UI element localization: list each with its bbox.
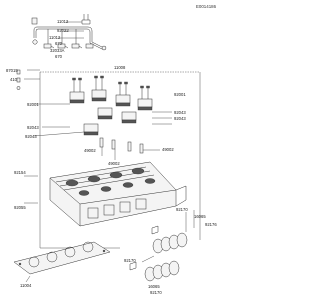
- callout-11012: 11012: [57, 19, 69, 24]
- callout-670b: 670: [55, 54, 63, 59]
- callout-92043c: 92043: [27, 125, 39, 130]
- callout-92170b: 92170: [124, 258, 136, 263]
- callout-32033a: 32033A: [50, 48, 65, 53]
- exploded-parts-diagram: E0014186: [6, 4, 217, 295]
- callout-92154: 92154: [14, 170, 26, 175]
- callout-670a: 670: [55, 41, 63, 46]
- callout-92043b: 92043: [174, 116, 186, 121]
- callout-92001b: 92001: [174, 92, 186, 97]
- callout-11008: 11008: [114, 65, 126, 70]
- callout-92001: 92001: [27, 102, 39, 107]
- callout-49002b: 49002: [108, 161, 120, 166]
- holder-bolts: [72, 75, 150, 99]
- breather-pipe-assembly: [31, 14, 107, 51]
- callout-16065b: 16065: [148, 284, 160, 289]
- callout-92055: 92055: [14, 205, 26, 210]
- callout-16065: 16065: [194, 214, 206, 219]
- callout-92022: 92022: [57, 28, 69, 33]
- callout-92176: 92176: [205, 222, 217, 227]
- cylinder-head: [49, 161, 187, 227]
- callout-11004: 11004: [20, 283, 32, 288]
- callout-92043a: 92043: [174, 110, 186, 115]
- leader-lines: [24, 21, 195, 283]
- intake-boots: [129, 225, 188, 282]
- callout-92170a: 92170: [176, 207, 188, 212]
- callout-92170c: 92170: [150, 290, 162, 295]
- head-gasket: [13, 241, 111, 275]
- camshaft-holders: [69, 89, 153, 136]
- callout-92043d: 92043: [25, 134, 37, 139]
- callout-410: 410: [10, 77, 18, 82]
- callout-87015: 87015: [6, 68, 18, 73]
- plugs-49002: [99, 137, 144, 154]
- diagram-reference-code: E0014186: [196, 4, 217, 9]
- callout-11012b: 11012: [49, 35, 61, 40]
- callout-49002c: 49002: [162, 147, 174, 152]
- callout-49002a: 49002: [84, 148, 96, 153]
- left-fittings: [16, 69, 21, 90]
